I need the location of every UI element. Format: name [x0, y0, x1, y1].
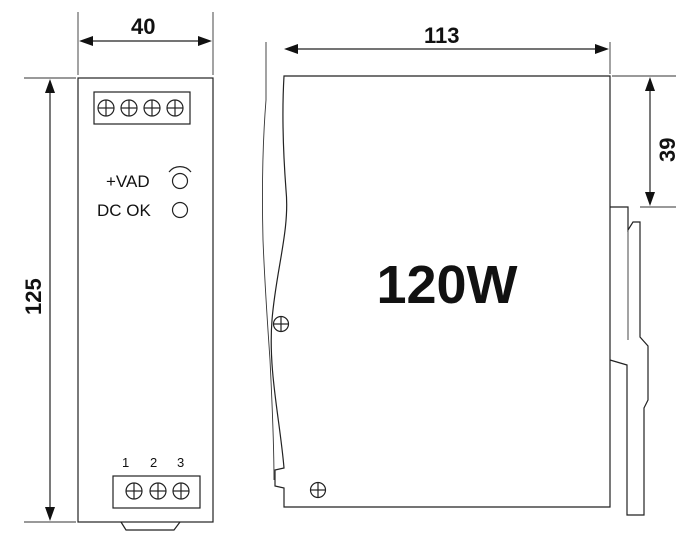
screw-terminal-icon: [125, 482, 143, 500]
dimension-113: 113: [284, 23, 611, 74]
led-indicator-icon: [171, 201, 189, 219]
power-rating-label: 120W: [376, 255, 517, 315]
screw-terminal-icon: [172, 482, 190, 500]
din-rail-clip: [609, 206, 649, 516]
front-view: +VAD DC OK 1 2 3: [21, 12, 214, 531]
bottom-terminal-housing: [112, 475, 201, 509]
terminal-number-3: 3: [177, 455, 184, 470]
bottom-terminal-block: [112, 475, 201, 531]
dimension-125: 125: [21, 77, 76, 523]
mounting-screw-icon: [309, 481, 327, 499]
dc-ok-label: DC OK: [97, 201, 152, 220]
dimension-113-label: 113: [424, 23, 460, 48]
potentiometer-icon: [168, 166, 192, 190]
top-terminal-block: [93, 91, 191, 125]
side-body-outline: [270, 75, 611, 508]
screw-terminal-icon: [97, 99, 115, 117]
front-body-outline: [77, 77, 214, 523]
mounting-screw-icon: [272, 315, 290, 333]
adjust-label: +VAD: [106, 172, 150, 191]
dimension-40: 40: [77, 12, 214, 75]
dimension-125-label: 125: [21, 278, 46, 315]
side-view: 120W 113 39: [261, 23, 680, 516]
rear-profile-line: [261, 42, 275, 481]
terminal-tab: [120, 521, 181, 531]
dimension-39: 39: [612, 75, 680, 208]
screw-terminal-icon: [149, 482, 167, 500]
dimension-39-label: 39: [655, 138, 680, 162]
screw-terminal-icon: [143, 99, 161, 117]
dimension-40-label: 40: [131, 14, 155, 39]
screw-terminal-icon: [120, 99, 138, 117]
top-terminal-housing: [93, 91, 191, 125]
terminal-number-1: 1: [122, 455, 129, 470]
terminal-number-2: 2: [150, 455, 157, 470]
screw-terminal-icon: [166, 99, 184, 117]
